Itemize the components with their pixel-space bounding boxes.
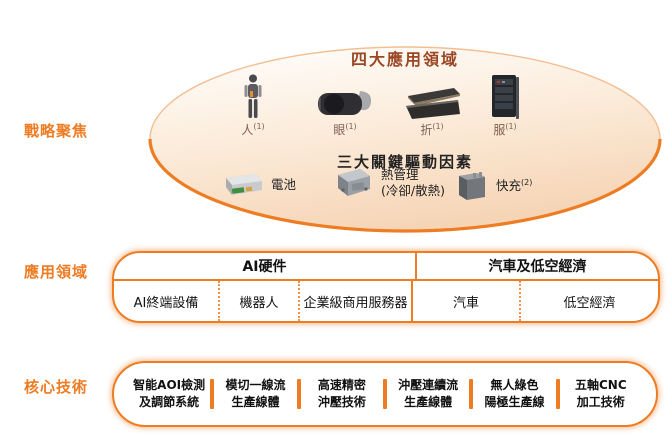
row-label-strategic-focus: 戰略聚焦 <box>24 122 89 140</box>
driver-item-battery: 電池 <box>222 172 296 198</box>
application-label-footnote: (1) <box>253 122 265 131</box>
driver-label-text: 熱管理 <box>381 167 419 182</box>
tech-separator <box>555 379 560 409</box>
tech-item-aoi: 智能AOI檢測 及調節系統 <box>130 377 208 411</box>
driver-label-battery: 電池 <box>271 177 296 193</box>
battery-icon <box>226 174 262 195</box>
application-label-foldable: 折(1) <box>420 122 444 137</box>
tech-item-line1: 沖壓連續流 <box>398 378 459 393</box>
foldable-device-icon <box>402 70 462 120</box>
application-domains-box: AI硬件 汽車及低空經濟 AI終端設備 機器人 企業級商用服務器 汽車 低空經濟 <box>112 251 660 323</box>
driver-label-text: 電池 <box>271 176 297 192</box>
vr-headset-icon <box>316 70 374 120</box>
driver-label-text-line2: (冷卻/散熱) <box>381 183 445 199</box>
application-label-text: 服 <box>493 123 506 137</box>
domain-header-ai-hardware: AI硬件 <box>114 253 417 279</box>
domain-cell-automobile: 汽車 <box>452 295 479 311</box>
tech-item-line1: 模切一線流 <box>225 378 286 393</box>
driver-label-fast-charge: 快充(2) <box>496 178 532 194</box>
tech-item-continuous-stamping: 沖壓連續流 生產線體 <box>389 377 467 411</box>
drivers-title: 三大關鍵驅動因素 <box>336 153 473 171</box>
row-label-application-domains: 應用領域 <box>24 263 89 281</box>
tech-item-line2: 加工技術 <box>576 395 625 409</box>
tech-separator <box>469 379 474 409</box>
tech-item-line2: 沖壓技術 <box>317 395 366 409</box>
tech-item-line2: 陽極生產線 <box>484 395 545 409</box>
tech-item-line1: 智能AOI檢測 <box>133 378 206 393</box>
application-label-text: 人 <box>241 123 254 137</box>
application-label-server: 服(1) <box>493 122 517 137</box>
domain-cell-enterprise-server: 企業級商用服務器 <box>298 281 413 321</box>
tech-item-line2: 及調節系統 <box>139 395 200 409</box>
application-domains-header-row: AI硬件 汽車及低空經濟 <box>114 253 658 281</box>
application-item-foldable: 折(1) <box>388 66 476 136</box>
tech-item-green-anode: 無人綠色 陽極生產線 <box>475 377 553 411</box>
tech-separator <box>296 379 301 409</box>
application-label-footnote: (1) <box>345 122 357 131</box>
application-label-footnote: (1) <box>432 122 444 131</box>
thermal-module-icon <box>338 169 370 197</box>
domain-cell-ai-terminal: AI終端設備 <box>133 295 199 311</box>
driver-item-fast-charge: 快充(2) <box>455 170 532 202</box>
tech-item-high-speed-stamping: 高速精密 沖壓技術 <box>303 377 381 411</box>
tech-separator <box>210 379 215 409</box>
application-label-human: 人(1) <box>241 122 265 137</box>
tech-item-line1: 五軸CNC <box>574 378 627 393</box>
driver-label-footnote: (2) <box>521 177 533 187</box>
strategic-focus-ellipse <box>148 44 662 234</box>
tech-item-cnc: 五軸CNC 加工技術 <box>562 377 640 411</box>
application-item-server: 服(1) <box>461 66 549 136</box>
tech-item-line2: 生產線體 <box>231 395 280 409</box>
application-domains-cells-row: AI終端設備 機器人 企業級商用服務器 汽車 低空經濟 <box>114 281 658 321</box>
server-rack-icon <box>490 70 520 120</box>
applications-title: 四大應用領域 <box>350 50 459 69</box>
tech-item-die-cutting: 模切一線流 生產線體 <box>216 377 294 411</box>
application-item-human: 人(1) <box>209 66 297 136</box>
humanoid-robot-icon <box>243 70 263 120</box>
fast-charge-icon <box>459 172 485 200</box>
tech-item-line2: 生產線體 <box>404 395 453 409</box>
application-label-footnote: (1) <box>505 122 517 131</box>
application-label-text: 折 <box>420 123 433 137</box>
driver-label-text: 快充 <box>496 177 522 193</box>
application-item-eyewear: 眼(1) <box>301 66 389 136</box>
tech-item-line1: 高速精密 <box>317 378 366 393</box>
core-technologies-box: 智能AOI檢測 及調節系統 模切一線流 生產線體 高速精密 沖壓技術 沖壓連續流… <box>112 361 658 427</box>
driver-item-thermal: 熱管理 (冷卻/散熱) <box>330 167 445 200</box>
application-label-eyewear: 眼(1) <box>333 122 357 137</box>
tech-separator <box>382 379 387 409</box>
row-label-core-technologies: 核心技術 <box>24 378 89 396</box>
tech-item-line1: 無人綠色 <box>490 378 539 393</box>
domain-header-auto-low-altitude: 汽車及低空經濟 <box>488 259 587 275</box>
application-label-text: 眼 <box>333 123 346 137</box>
ellipse-shape <box>148 46 662 233</box>
domain-cell-robot: 機器人 <box>218 281 298 321</box>
domain-cell-low-altitude-economy: 低空經濟 <box>519 281 658 321</box>
driver-label-thermal: 熱管理 (冷卻/散熱) <box>381 167 445 200</box>
